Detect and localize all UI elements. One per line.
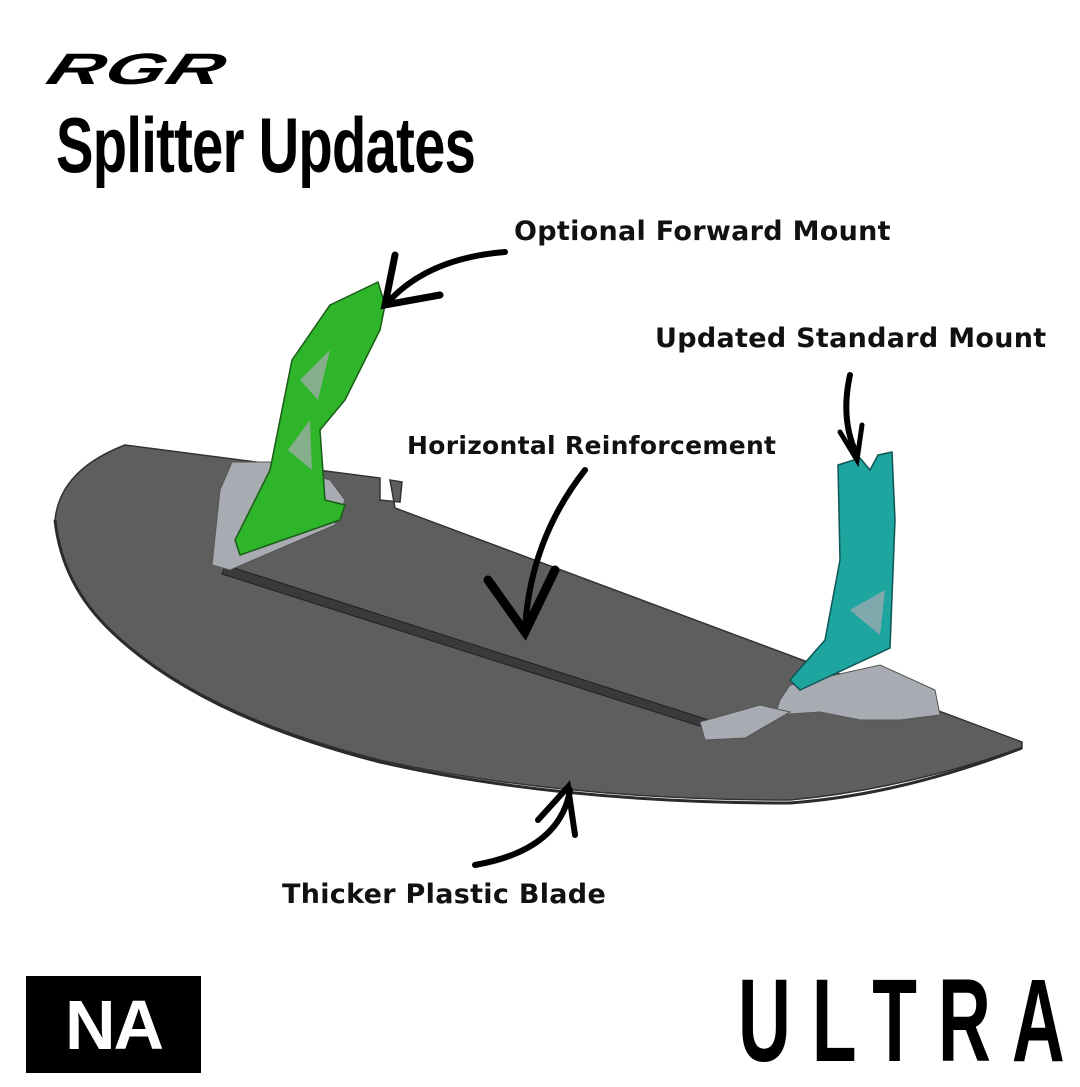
forward-mount	[234, 280, 386, 556]
standard-mount	[788, 451, 896, 691]
page-title: Splitter Updates	[56, 101, 476, 189]
callout-standard-mount: Updated Standard Mount	[655, 323, 1047, 354]
arrow-horizontal	[522, 467, 588, 633]
callout-horizontal-reinforcement: Horizontal Reinforcement	[407, 431, 777, 460]
model-name: ULTRA	[738, 955, 1080, 1087]
arrow-standard	[843, 372, 860, 458]
right-bracket-base	[774, 664, 941, 721]
callout-forward-mount: Optional Forward Mount	[514, 216, 891, 247]
na-badge: NA	[26, 976, 201, 1073]
callout-blade: Thicker Plastic Blade	[282, 879, 607, 910]
rgr-logo: RGR	[40, 45, 235, 94]
arrow-forward	[387, 249, 508, 303]
arrow-blade	[472, 787, 573, 868]
